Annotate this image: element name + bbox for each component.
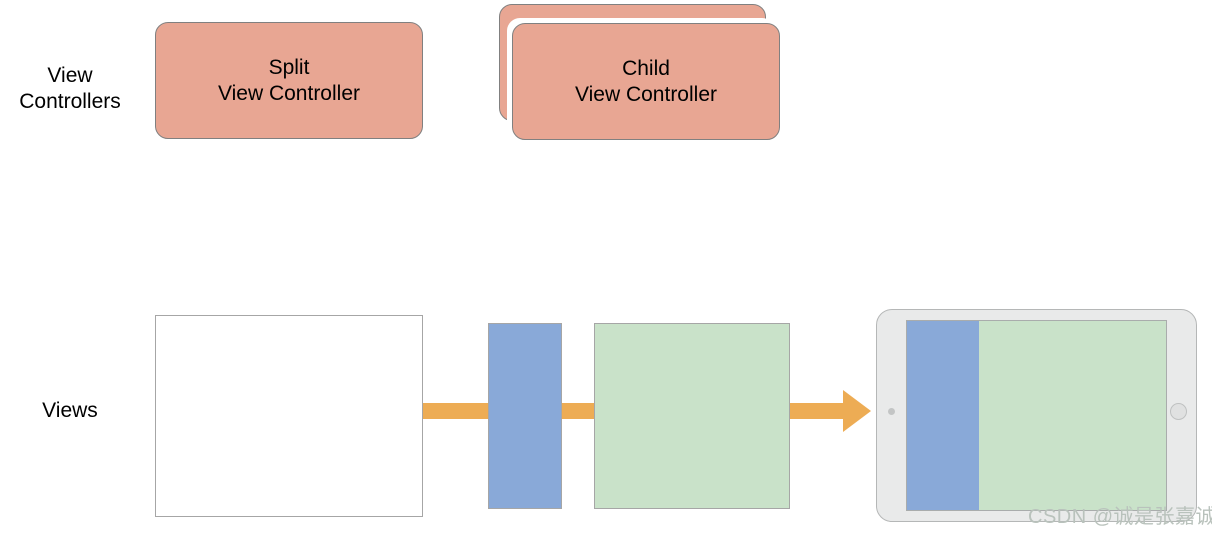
ipad-camera-icon — [888, 408, 895, 415]
watermark-text: CSDN @诚是张嘉诚 — [1028, 506, 1212, 528]
arrow-head-icon — [843, 390, 871, 432]
child-view-controller-label: Child View Controller — [574, 56, 717, 106]
ipad-screen — [906, 320, 1167, 511]
split-view-controller-node: Split View Controller — [155, 22, 423, 139]
window-view-rect — [155, 315, 423, 517]
ipad-detail-pane — [979, 321, 1166, 510]
ipad-home-button-icon — [1170, 403, 1187, 420]
connector-arrow-segment-3 — [789, 403, 844, 419]
row-label-view-controllers: View Controllers — [19, 64, 121, 113]
secondary-view-rect — [594, 323, 790, 509]
connector-arrow-segment-1 — [422, 403, 489, 419]
child-view-controller-stack: Child View Controller — [499, 4, 781, 145]
ipad-device-frame — [876, 309, 1197, 522]
child-view-controller-front-card: Child View Controller — [512, 23, 780, 140]
ipad-sidebar-pane — [907, 321, 979, 510]
row-label-views: Views — [42, 399, 98, 422]
primary-view-rect — [488, 323, 562, 509]
connector-arrow-segment-2 — [561, 403, 595, 419]
split-view-controller-label: Split View Controller — [217, 55, 360, 105]
